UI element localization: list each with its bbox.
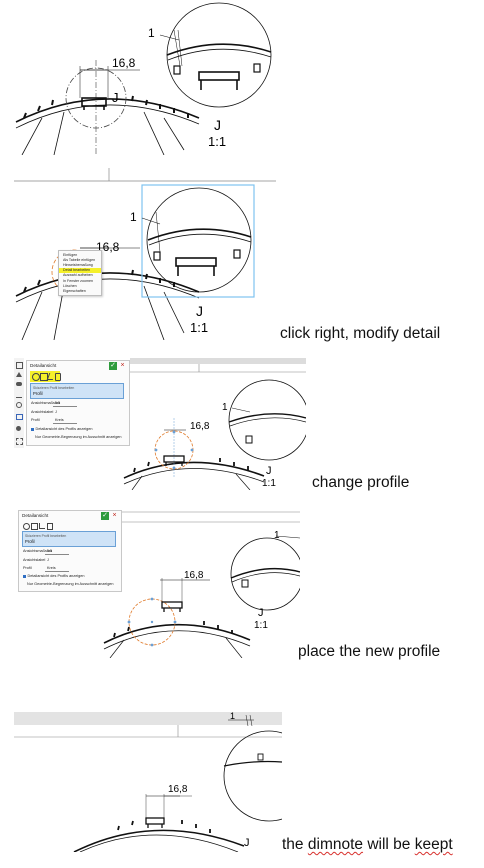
label-input[interactable]: J xyxy=(55,410,57,414)
rectangle-profile-icon[interactable] xyxy=(31,523,38,530)
label-input[interactable]: J xyxy=(47,558,49,562)
ok-button[interactable]: ✓ xyxy=(109,362,117,370)
detail-scale: 1:1 xyxy=(262,478,276,489)
profile-row: Profil Kreis xyxy=(23,566,69,572)
profile-selection-box[interactable]: Skizzieren Profil bearbeiten Profil xyxy=(30,383,124,399)
detail-scale: 1:1 xyxy=(208,134,226,149)
tool-column xyxy=(14,358,24,448)
lock-tool-icon[interactable] xyxy=(16,414,23,420)
screenshot-panel-3: 16,8 1 J 1:1 Detailansicht ✓ × Skizziere… xyxy=(14,358,306,490)
drawing-canvas-2[interactable]: 16,8 1 J 1:1 xyxy=(14,168,276,340)
show-profile-checkbox-row[interactable]: Detailansicht des Profils anzeigen xyxy=(31,427,93,431)
menu-item-hinweisbemassung[interactable]: Hinweisbemaßung xyxy=(63,262,93,267)
menu-item-eigenschaften[interactable]: Eigenschaften xyxy=(63,288,86,293)
rectangle-profile-icon[interactable] xyxy=(40,373,48,381)
screenshot-panel-1: 16,8 J 1 J 1:1 xyxy=(14,0,276,155)
geometry-limit-row[interactable]: Nur Geometrie-Begrenzung im Ausschnitt a… xyxy=(27,582,114,586)
detail-dimension-1[interactable]: 1 xyxy=(222,402,228,413)
comment-tool-icon[interactable] xyxy=(16,382,22,386)
menu-item-auswahl-aufheben[interactable]: Auswahl aufheben xyxy=(63,273,93,278)
screenshot-panel-2: 16,8 1 J 1:1 Einfügen Als Tabelle einfüg… xyxy=(14,168,276,340)
caption-step-4: place the new profile xyxy=(298,643,441,660)
drawing-canvas-1[interactable]: 16,8 J 1 J 1:1 xyxy=(14,0,276,155)
profile-row: Profil Kreis xyxy=(31,418,77,424)
scale-select[interactable]: 1:1 xyxy=(47,549,53,553)
detail-scale: 1:1 xyxy=(254,620,268,631)
ok-button[interactable]: ✓ xyxy=(101,512,109,520)
label-row: Ansichtslabel J xyxy=(31,410,57,414)
scale-row: Ansichtsmaßstab 1:1 xyxy=(31,401,77,407)
detail-label: J xyxy=(244,837,250,849)
drawing-canvas-5[interactable]: 1 16,8 J xyxy=(14,712,282,852)
menu-item-loeschen[interactable]: Löschen xyxy=(63,283,77,288)
detail-dimension-1[interactable]: 1 xyxy=(274,530,280,541)
dialog-title: Detailansicht xyxy=(30,363,57,368)
cancel-button[interactable]: × xyxy=(120,362,125,369)
dialog-title: Detailansicht xyxy=(22,513,49,518)
detail-view-dialog: Detailansicht ✓ × Skizzieren Profil bear… xyxy=(18,510,122,592)
menu-item-als-tabelle-einfuegen[interactable]: Als Tabelle einfügen xyxy=(63,257,96,262)
caption-step-3: change profile xyxy=(312,474,410,491)
drawing-canvas-3[interactable]: 16,8 1 J 1:1 xyxy=(14,358,306,490)
detail-marker-letter: J xyxy=(112,90,119,105)
drawing-canvas-4[interactable]: 16,8 1 J 1:1 xyxy=(14,508,300,658)
detail-scale: 1:1 xyxy=(190,320,208,335)
link-tool-icon[interactable] xyxy=(16,402,22,408)
detail-label: J xyxy=(214,117,221,133)
cancel-button[interactable]: × xyxy=(112,512,117,519)
polygon-profile-icon[interactable] xyxy=(47,523,53,530)
geometry-limit-row[interactable]: Nur Geometrie-Begrenzung im Ausschnitt a… xyxy=(35,435,122,439)
menu-item-detail-bearbeiten[interactable]: Detail bearbeiten xyxy=(59,267,101,273)
label-row: Ansichtslabel J xyxy=(23,558,49,562)
screenshot-panel-4: 16,8 1 J 1:1 Detailansicht ✓ × Skizziere… xyxy=(14,508,300,658)
detail-view-selection-box[interactable] xyxy=(141,184,255,298)
scale-select[interactable]: 1:1 xyxy=(55,401,61,405)
dimension-16-8[interactable]: 16,8 xyxy=(168,784,188,795)
detail-label: J xyxy=(266,465,272,477)
polygon-profile-icon[interactable] xyxy=(55,373,61,381)
profile-select[interactable]: Kreis xyxy=(47,566,56,570)
spline-profile-icon[interactable] xyxy=(39,523,45,529)
dimension-16-8[interactable]: 16,8 xyxy=(184,570,204,581)
profile-select[interactable]: Kreis xyxy=(55,418,64,422)
circle-profile-icon[interactable] xyxy=(23,523,30,530)
profile-tools-highlight xyxy=(30,371,60,382)
caption-step-2: click right, modify detail xyxy=(280,325,441,342)
toolbar-strip xyxy=(14,712,282,725)
settings-tool-icon[interactable] xyxy=(16,426,21,431)
dimension-16-8[interactable]: 16,8 xyxy=(112,56,136,70)
detail-view-dialog: Detailansicht ✓ × Skizzieren Profil bear… xyxy=(26,360,130,446)
menu-item-in-fenster-zoomen[interactable]: In Fenster zoomen xyxy=(63,278,93,283)
profile-selection-box[interactable]: Skizzieren Profil bearbeiten Profil xyxy=(22,531,116,547)
grid-tool-icon[interactable] xyxy=(16,438,23,445)
caption-step-5: the dimnote will be keept xyxy=(282,836,453,853)
scale-row: Ansichtsmaßstab 1:1 xyxy=(23,549,69,555)
detail-label: J xyxy=(196,303,203,319)
checkbox-icon[interactable] xyxy=(23,574,26,578)
dimension-16-8[interactable]: 16,8 xyxy=(190,421,210,432)
detail-label: J xyxy=(258,607,264,619)
circle-profile-icon[interactable] xyxy=(32,373,40,381)
context-menu: Einfügen Als Tabelle einfügen Hinweisbem… xyxy=(58,250,102,296)
screenshot-panel-5: 1 16,8 J xyxy=(14,712,282,852)
menu-item-einfuegen[interactable]: Einfügen xyxy=(63,252,78,257)
detail-dimension-1[interactable]: 1 xyxy=(130,210,137,224)
arrow-tool-icon[interactable] xyxy=(16,372,22,377)
detail-dimension-1[interactable]: 1 xyxy=(230,712,235,721)
show-profile-checkbox-row[interactable]: Detailansicht des Profils anzeigen xyxy=(23,574,85,578)
misspelled-word-dimnote: dimnote xyxy=(307,836,364,853)
dimension-tool-icon[interactable] xyxy=(16,392,22,398)
misspelled-word-keept: keept xyxy=(414,836,453,853)
detail-dimension-1[interactable]: 1 xyxy=(148,26,155,40)
sketch-tool-icon[interactable] xyxy=(16,362,23,369)
checkbox-icon[interactable] xyxy=(31,427,34,431)
